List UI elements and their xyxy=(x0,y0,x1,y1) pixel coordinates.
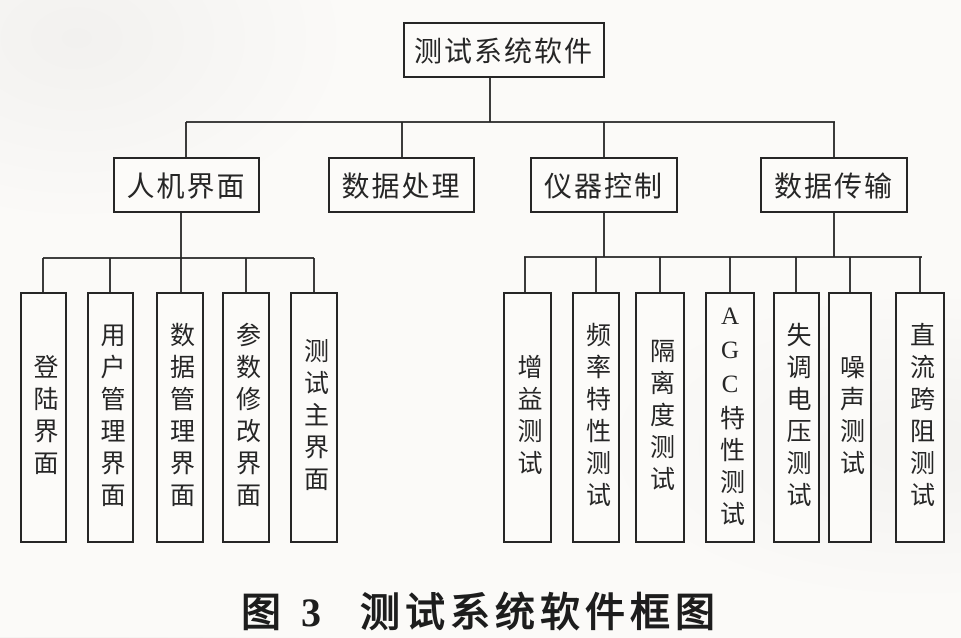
leaf-box-dc-transimpedance-test: 直流跨阻测试 xyxy=(895,292,945,543)
leaf-box-user-management-interface: 用户管理界面 xyxy=(87,292,134,543)
branch-box-data-processing: 数据处理 xyxy=(328,157,475,213)
leaf-box-login-interface: 登陆界面 xyxy=(20,292,67,543)
figure-caption-label: 图 3 xyxy=(241,590,326,635)
leaf-box-offset-voltage-test: 失调电压测试 xyxy=(773,292,820,543)
figure-caption: 图 3 测试系统软件框图 xyxy=(0,580,961,638)
leaf-box-gain-test: 增益测试 xyxy=(503,292,552,543)
leaf-box-data-management-interface: 数据管理界面 xyxy=(156,292,204,543)
branch-box-hmi: 人机界面 xyxy=(113,157,260,213)
leaf-box-frequency-response-test: 频率特性测试 xyxy=(572,292,620,543)
root-box-test-system-software: 测试系统软件 xyxy=(403,22,605,78)
leaf-box-isolation-test: 隔离度测试 xyxy=(635,292,685,543)
branch-box-instrument-control: 仪器控制 xyxy=(530,157,678,213)
leaf-box-parameter-modify-interface: 参数修改界面 xyxy=(222,292,270,543)
leaf-box-noise-test: 噪声测试 xyxy=(828,292,872,543)
leaf-box-main-test-interface: 测试主界面 xyxy=(290,292,338,543)
branch-box-data-transmission: 数据传输 xyxy=(760,157,908,213)
leaf-box-agc-characteristic-test: AGC特性测试 xyxy=(705,292,755,543)
figure-caption-title: 测试系统软件框图 xyxy=(360,590,720,635)
